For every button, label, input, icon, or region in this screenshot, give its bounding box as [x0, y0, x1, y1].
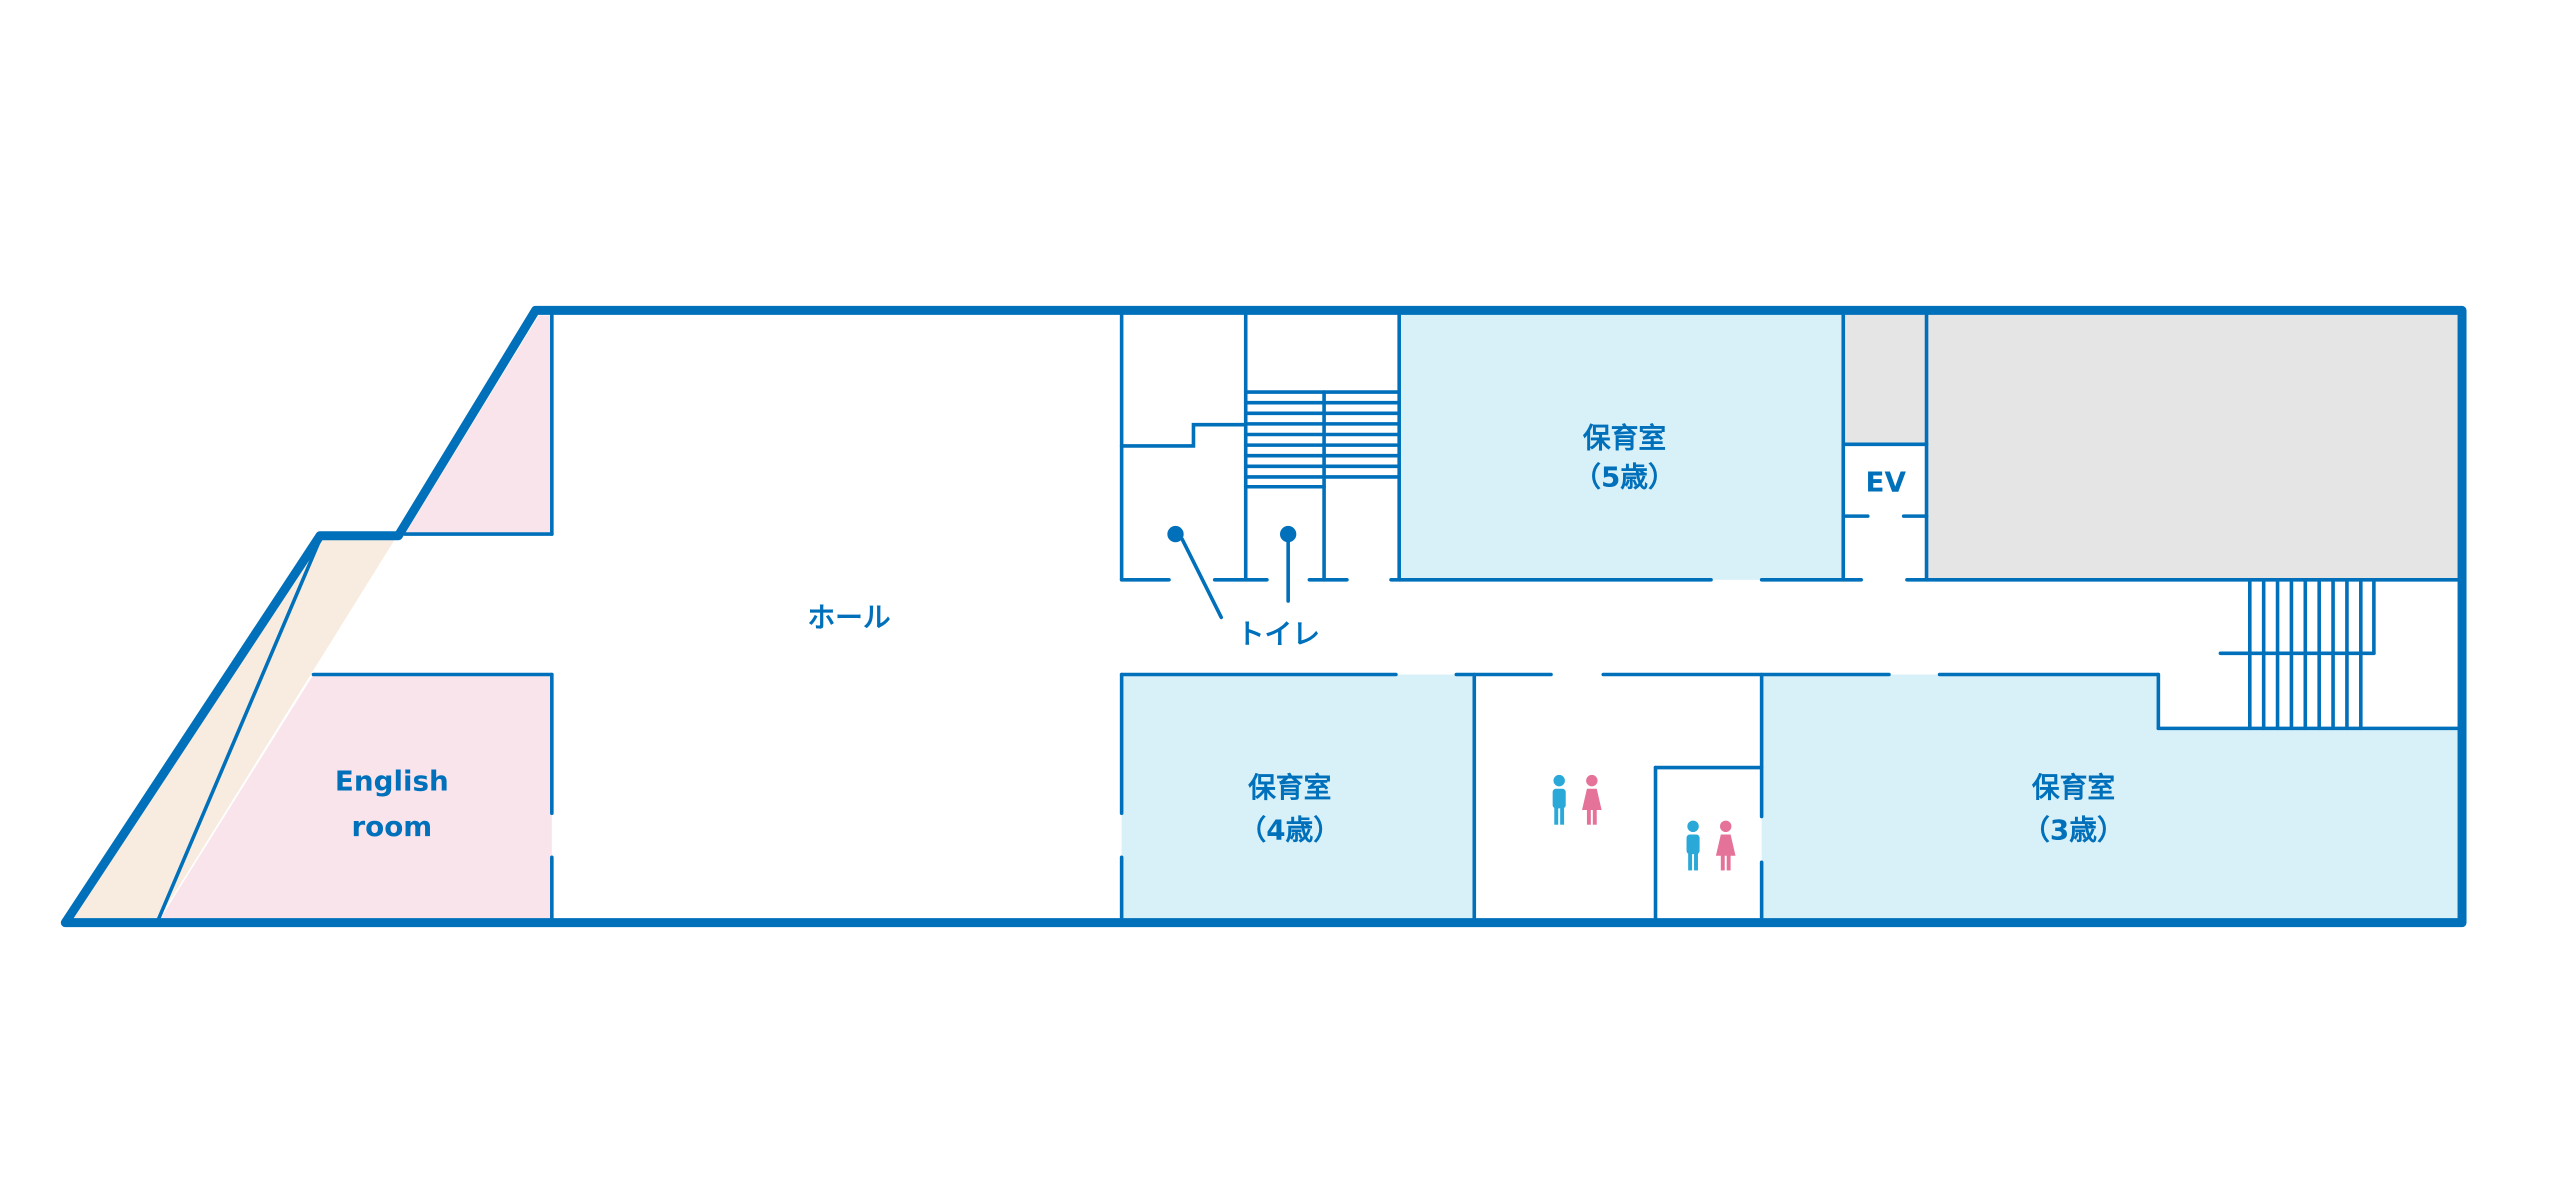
nursery3-label-1: 保育室	[2031, 771, 2115, 804]
nursery-4	[1121, 674, 1475, 920]
nursery3-label-2: （3歳）	[2022, 813, 2125, 846]
nursery5-label-2: （5歳）	[1573, 461, 1676, 494]
male-toilet-icon	[1686, 820, 1700, 871]
corridor-strip	[71, 538, 396, 920]
pink-area-top	[404, 315, 552, 535]
nursery4-label-1: 保育室	[1247, 771, 1331, 804]
toilet-pin-icon	[1167, 525, 1184, 543]
female-toilet-icon	[1715, 820, 1736, 871]
ev-label: EV	[1865, 466, 1906, 499]
male-toilet-icon	[1552, 774, 1566, 825]
hall-label: ホール	[807, 601, 891, 634]
ev-shaft	[1843, 313, 1927, 445]
nursery4-label-2: （4歳）	[1239, 813, 1342, 846]
english-room-label-2: room	[351, 810, 432, 843]
nursery-5	[1399, 313, 1844, 580]
nursery-3	[1761, 674, 2459, 920]
outer-wall	[60, 305, 2467, 928]
nursery5-label-1: 保育室	[1582, 422, 1666, 455]
service-area	[1926, 313, 2459, 580]
interior-walls	[156, 308, 2464, 922]
toilet-label: トイレ	[1237, 617, 1320, 650]
english-room-label-1: English	[335, 764, 449, 797]
female-toilet-icon	[1582, 774, 1602, 825]
english-room	[160, 674, 552, 920]
toilet-pin-icon	[1280, 525, 1297, 543]
